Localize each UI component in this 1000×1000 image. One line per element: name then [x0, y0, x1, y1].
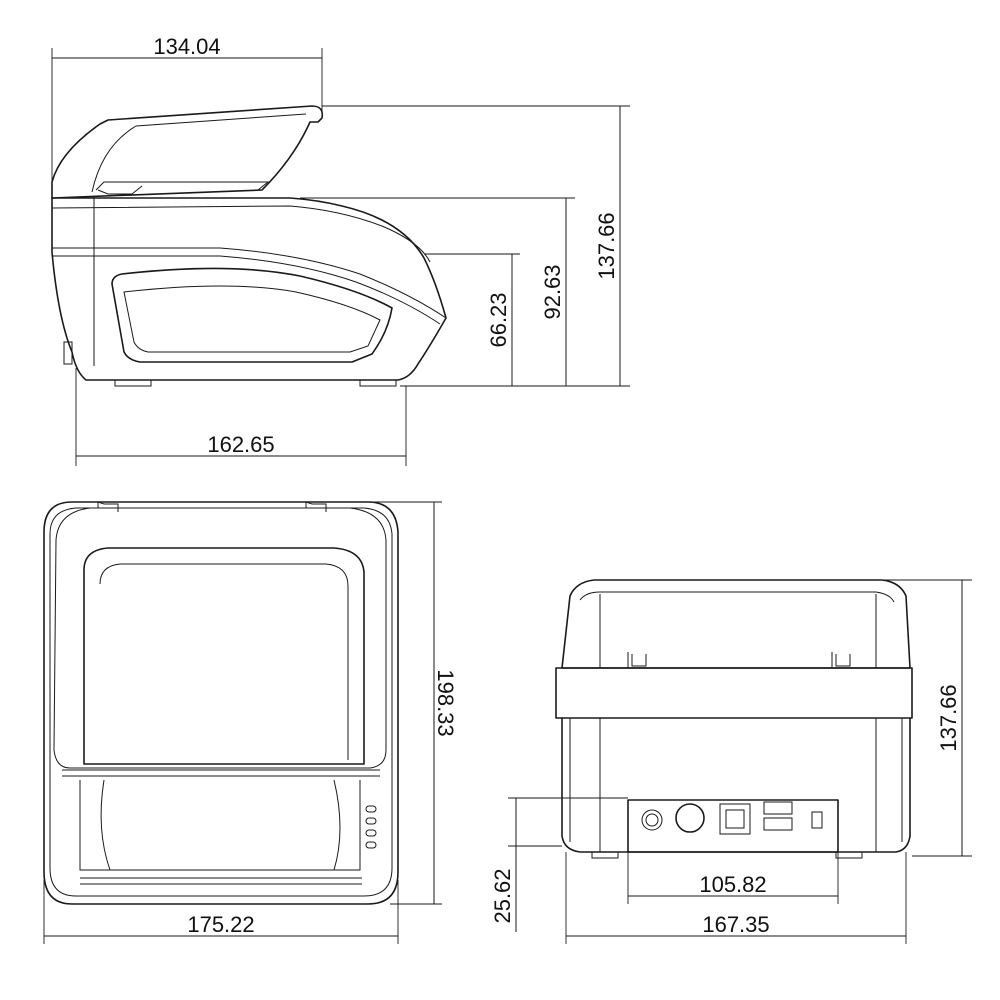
rear-usb-b-inner	[725, 809, 745, 829]
side-window-outer	[111, 267, 393, 363]
side-dimensions: 134.04 137.66 92.63 66.23 162.65	[51, 34, 630, 466]
rear-usb-a-port-1	[763, 801, 793, 815]
top-paper-roll-right	[333, 779, 341, 871]
dim-rear-port-height: 25.62	[490, 868, 515, 923]
top-lid-outline	[83, 547, 365, 765]
side-rear-foot	[359, 379, 397, 387]
dim-top-width: 175.22	[187, 912, 254, 937]
top-paper-roll-left	[100, 779, 111, 871]
top-hinge-right	[305, 501, 327, 512]
side-body-upper-band	[51, 205, 431, 263]
side-view	[51, 105, 447, 387]
rear-round-port	[675, 803, 705, 833]
dim-side-mid-height: 92.63	[540, 264, 565, 319]
rear-switch	[811, 811, 823, 829]
top-outer-outline	[43, 501, 399, 905]
dim-side-low-height: 66.23	[486, 292, 511, 347]
top-led-2	[365, 817, 377, 825]
dim-rear-port-width: 105.82	[699, 872, 766, 897]
side-front-foot	[114, 379, 152, 387]
rear-hinge-right	[831, 652, 851, 668]
side-body-split-line	[52, 247, 447, 319]
side-connector	[63, 341, 73, 365]
rear-power-jack-inner	[645, 813, 659, 827]
rear-foot-left	[591, 851, 619, 859]
top-dimensions: 198.33 175.22	[43, 501, 458, 944]
top-view	[43, 501, 399, 905]
rear-foot-right	[835, 851, 863, 859]
dim-side-base-width: 162.65	[207, 432, 274, 457]
side-window-inner	[123, 285, 381, 353]
rear-body-lower	[561, 717, 911, 853]
dim-side-top-width: 134.04	[153, 34, 220, 59]
top-paper-bay	[79, 780, 361, 871]
rear-hinge-left	[627, 652, 647, 668]
side-body-outline	[51, 197, 447, 381]
top-hinge-left	[97, 501, 119, 512]
dim-rear-width: 167.35	[702, 912, 769, 937]
rear-power-jack	[641, 809, 663, 831]
rear-usb-a-port-2	[763, 817, 793, 831]
top-lid-inner	[99, 563, 349, 760]
top-led-1	[365, 805, 377, 813]
side-cover-tab	[97, 185, 143, 195]
side-cover-inner-line	[91, 113, 307, 193]
top-led-3	[365, 829, 377, 837]
side-cover-outline	[51, 105, 324, 199]
dim-top-depth: 198.33	[433, 669, 458, 736]
rear-body-band	[555, 667, 913, 719]
top-inner-outline	[49, 507, 393, 897]
side-cover-window	[95, 181, 270, 191]
rear-lid-inner	[579, 591, 895, 603]
dim-side-total-height: 137.66	[594, 212, 619, 279]
rear-view	[555, 579, 913, 859]
rear-lid-outline	[561, 579, 911, 669]
side-body-split-line-2	[52, 255, 441, 325]
top-front-cover	[53, 507, 387, 769]
rear-dimensions: 137.66 25.62 105.82 167.35	[490, 579, 972, 944]
rear-usb-b-port	[719, 803, 751, 835]
dim-rear-height: 137.66	[936, 684, 961, 751]
top-led-4	[365, 841, 377, 849]
